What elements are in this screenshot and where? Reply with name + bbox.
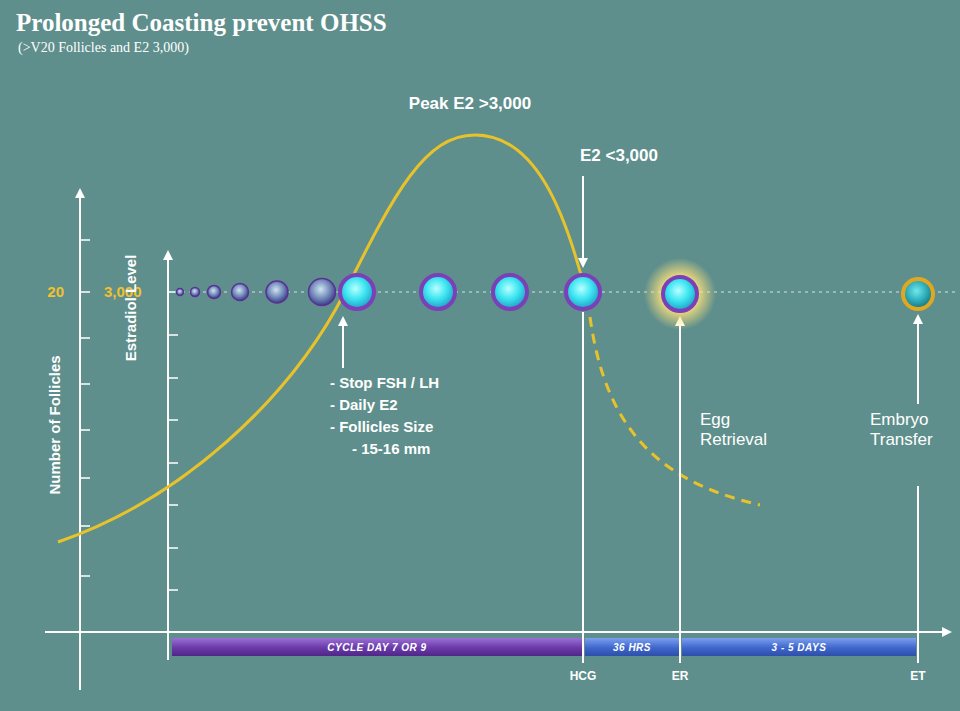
axis-tick [80, 525, 90, 527]
transfer-line [917, 486, 919, 663]
axis-tick [80, 239, 90, 241]
axis-tick [168, 547, 178, 549]
axis-event: ET [910, 669, 925, 683]
axis-tick [168, 589, 178, 591]
cycle-band: CYCLE DAY 7 OR 9 [172, 638, 582, 656]
hcg-line [582, 312, 584, 663]
follicle-axis [79, 190, 81, 690]
axis-ticks [80, 240, 178, 590]
axis-event: HCG [570, 669, 597, 683]
egg-glow [644, 258, 716, 330]
subtitle: (>V20 Follicles and E2 3,000) [18, 40, 189, 57]
axis-title: Number of Follicles [46, 355, 64, 494]
follicle [340, 275, 374, 309]
retrieved-egg [663, 277, 697, 311]
growing-follicles [177, 279, 336, 306]
band-label: 36 HRS [613, 642, 651, 653]
axis-title: Estradiol Level [122, 255, 140, 362]
retrieval-line [679, 318, 681, 663]
coasting-note: - Follicles Size [330, 418, 433, 436]
estradiol-curve [58, 135, 586, 542]
axis-tick [80, 575, 90, 577]
follicle [266, 281, 288, 303]
axis-tick [168, 377, 178, 379]
follicle [309, 279, 336, 306]
drop-label: E2 <3,000 [580, 146, 658, 166]
estradiol-axis [167, 252, 169, 660]
interval-band: 36 HRS [585, 638, 679, 656]
axis-tick [80, 383, 90, 385]
coasting-start-arrow [342, 318, 344, 368]
e2-drop-arrow [582, 176, 584, 266]
follicle [191, 288, 200, 297]
coasting-note: - Daily E2 [330, 396, 398, 414]
diagram-title: Prolonged Coasting prevent OHSS [16, 8, 387, 38]
coasting-note: - 15-16 mm [352, 440, 430, 458]
axis-tick [168, 504, 178, 506]
follicle [566, 275, 600, 309]
estradiol-fall-dashed [588, 300, 760, 505]
band-label: 3 - 5 DAYS [772, 642, 827, 653]
axis-tick [80, 337, 90, 339]
follicle [421, 275, 455, 309]
axis-tick [80, 291, 90, 293]
transfer-arrow [917, 316, 919, 404]
follicle [232, 284, 249, 301]
follicle [493, 275, 527, 309]
axis-event: ER [672, 669, 689, 683]
event-label: Embryo Transfer [870, 410, 954, 451]
axis-value: 20 [47, 283, 64, 301]
peak-label: Peak E2 >3,000 [409, 94, 531, 114]
follicle [177, 289, 184, 296]
axis-tick [80, 429, 90, 431]
coasting-note: - Stop FSH / LH [330, 374, 439, 392]
band-label: CYCLE DAY 7 OR 9 [327, 642, 426, 653]
time-axis [45, 631, 950, 633]
event-label: Egg Retrieval [700, 410, 786, 451]
interval-band: 3 - 5 DAYS [682, 638, 916, 656]
axis-tick [80, 477, 90, 479]
axis-tick [168, 462, 178, 464]
follicle [208, 286, 221, 299]
axis-tick [168, 419, 178, 421]
embryo [903, 279, 933, 309]
axis-tick [168, 334, 178, 336]
mature-follicles [340, 275, 600, 309]
